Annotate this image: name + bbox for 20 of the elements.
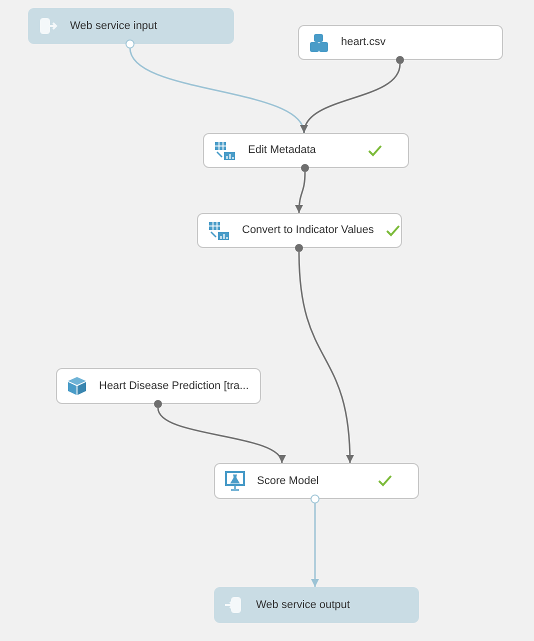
web-service-node (28, 8, 234, 44)
node-label: Web service input (70, 18, 158, 34)
node-label: Convert to Indicator Values (242, 223, 374, 238)
node-label: heart.csv (341, 35, 387, 50)
module-node (56, 368, 261, 404)
connector-arrow (302, 64, 401, 134)
module-node (197, 213, 402, 248)
web-service-node (214, 587, 419, 623)
connector-arrow (311, 503, 319, 587)
node-label: Score Model (257, 474, 320, 489)
module-node (298, 25, 503, 60)
module-node (203, 133, 409, 168)
node-label: Heart Disease Prediction [tra... (99, 378, 250, 394)
connector-arrow (129, 48, 306, 134)
node-label: Web service output (256, 598, 351, 613)
connector-arrow (295, 172, 306, 214)
node-label: Edit Metadata (248, 143, 317, 158)
connector-arrow (157, 408, 284, 464)
module-node (214, 463, 419, 499)
connector-arrow (298, 252, 354, 464)
